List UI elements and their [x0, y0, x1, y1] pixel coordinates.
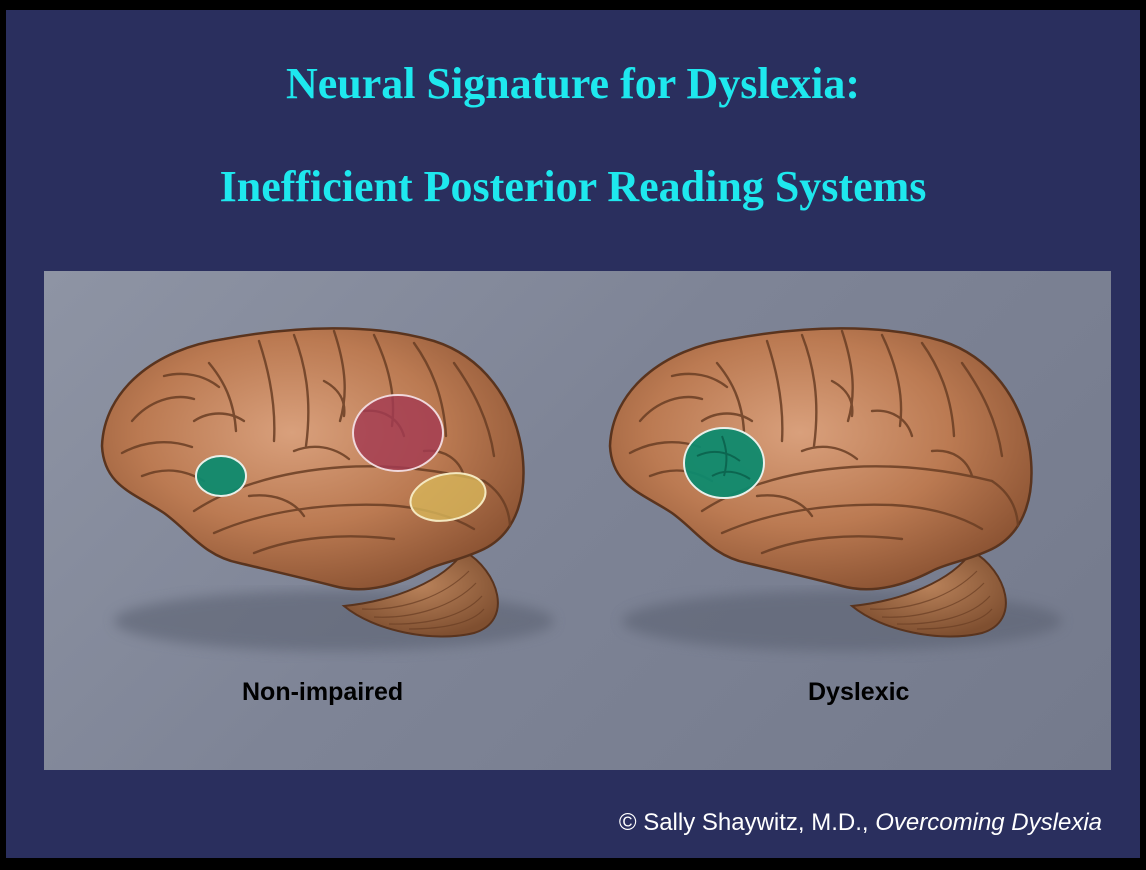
credit-book-title: Overcoming Dyslexia — [875, 809, 1102, 836]
dyslexic-brain — [610, 328, 1062, 651]
region-red-parieto-temporal — [353, 395, 443, 471]
cerebrum — [102, 328, 523, 589]
cerebrum — [610, 328, 1031, 589]
copyright-credit: © Sally Shaywitz, M.D., Overcoming Dysle… — [619, 809, 1102, 837]
slide-title-line-2: Inefficient Posterior Reading Systems — [0, 161, 1146, 213]
region-green-frontal — [196, 456, 246, 496]
slide-title-line-1: Neural Signature for Dyslexia: — [0, 58, 1146, 110]
credit-author: © Sally Shaywitz, M.D., — [619, 809, 869, 836]
non-impaired-brain — [102, 328, 554, 651]
brain-comparison-figure: Non-impaired Dyslexic — [44, 271, 1111, 770]
brain-illustrations — [44, 271, 1111, 770]
region-green-frontal — [684, 428, 764, 498]
dyslexic-label: Dyslexic — [808, 678, 909, 707]
non-impaired-label: Non-impaired — [242, 678, 403, 707]
